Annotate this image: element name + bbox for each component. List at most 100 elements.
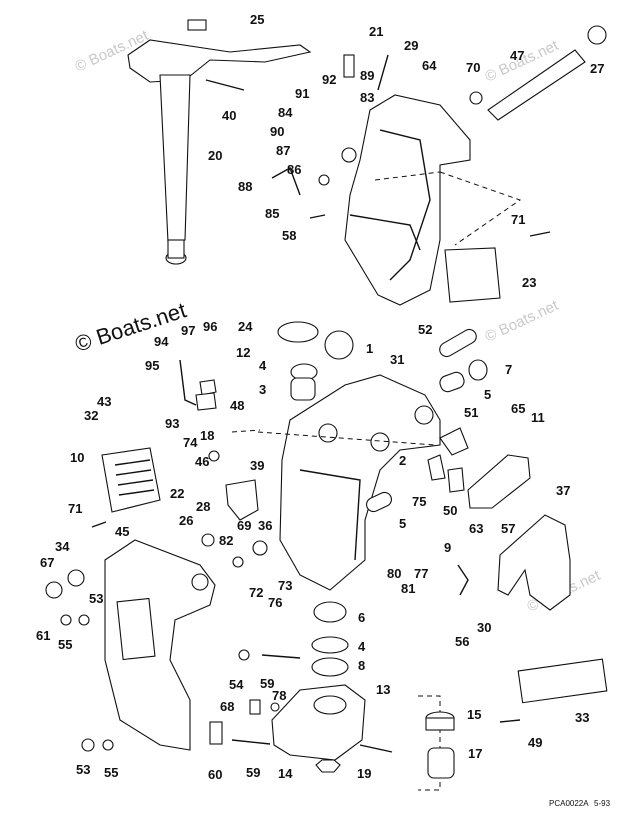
label-5b: 5: [399, 516, 406, 531]
label-80: 80: [387, 566, 401, 581]
label-25: 25: [250, 12, 264, 27]
wire-95: [179, 359, 197, 406]
label-18: 18: [200, 428, 214, 443]
label-67: 67: [40, 555, 54, 570]
label-94: 94: [154, 334, 169, 349]
part-61: [60, 614, 72, 626]
spring-29: [377, 54, 389, 91]
part-78: [270, 702, 280, 712]
label-89: 89: [360, 68, 374, 83]
screw-71: [529, 231, 551, 237]
label-28: 28: [196, 499, 210, 514]
label-26: 26: [179, 513, 193, 528]
bushing-5b: [366, 491, 392, 513]
label-46: 46: [195, 454, 209, 469]
part-75: [427, 454, 446, 481]
plate-22: [101, 447, 161, 513]
label-93: 93: [165, 416, 179, 431]
part-93: [195, 392, 217, 411]
bushing-5: [439, 371, 465, 393]
label-47: 47: [510, 48, 524, 63]
label-1: 1: [366, 341, 373, 356]
label-51: 51: [464, 405, 478, 420]
label-22: 22: [170, 486, 184, 501]
label-72: 72: [249, 585, 263, 600]
bushing-15-body: [425, 717, 455, 731]
label-19: 19: [357, 766, 371, 781]
screw-58: [309, 214, 326, 219]
label-84: 84: [278, 105, 293, 120]
housing-13-bore: [313, 695, 347, 715]
label-57: 57: [501, 521, 515, 536]
grease-icon: [324, 330, 354, 360]
bracket-1-hole: [370, 432, 390, 452]
label-4b: 4: [358, 639, 366, 654]
label-30: 30: [477, 620, 491, 635]
steering-arm-assembly: [127, 19, 312, 265]
label-82: 82: [219, 533, 233, 548]
label-92: 92: [322, 72, 336, 87]
label-40: 40: [222, 108, 236, 123]
bracket-64: [344, 94, 471, 306]
label-85: 85: [265, 206, 279, 221]
label-59b: 59: [246, 765, 260, 780]
bracket-37: [497, 514, 571, 611]
label-88: 88: [238, 179, 252, 194]
label-5a: 5: [484, 387, 491, 402]
tilt-tube-assembly: [469, 25, 607, 121]
nut-27: [587, 25, 607, 45]
middle-parts: [179, 321, 488, 411]
label-69: 69: [237, 518, 251, 533]
label-11: 11: [531, 410, 545, 425]
label-58: 58: [282, 228, 296, 243]
label-54: 54: [229, 677, 244, 692]
label-50: 50: [443, 503, 457, 518]
bolt-59a: [261, 654, 301, 659]
part-6: [313, 601, 347, 623]
label-6: 6: [358, 610, 365, 625]
label-53a: 53: [89, 591, 103, 606]
label-15: 15: [467, 707, 481, 722]
label-27: 27: [590, 61, 604, 76]
label-29: 29: [404, 38, 418, 53]
bracket-1-hole: [414, 405, 434, 425]
stern-bracket-hole: [191, 573, 209, 591]
part-46: [208, 450, 220, 462]
label-97: 97: [181, 323, 195, 338]
dashed-leaders-upper: [374, 171, 522, 246]
washer-55b: [102, 739, 114, 751]
label-24: 24: [238, 319, 253, 334]
dashed-bracket: [418, 695, 441, 791]
label-3: 3: [259, 382, 266, 397]
label-33: 33: [575, 710, 589, 725]
plate-22-rib: [117, 479, 154, 486]
washer-7: [468, 359, 488, 381]
part-68: [249, 699, 261, 715]
label-83: 83: [360, 90, 374, 105]
part-82: [232, 556, 244, 568]
spring-9: [457, 564, 469, 596]
label-39: 39: [250, 458, 264, 473]
part-87: [341, 147, 357, 163]
watermark: © Boats.net: [72, 297, 189, 356]
label-96: 96: [203, 319, 217, 334]
washer-24: [277, 321, 319, 343]
label-59a: 59: [260, 676, 274, 691]
label-20: 20: [208, 148, 222, 163]
label-36: 36: [258, 518, 272, 533]
label-55a: 55: [58, 637, 72, 652]
footer: PCA0022A 5-93: [549, 799, 611, 808]
trim-cover-23: [444, 247, 501, 303]
watermark-faint: © Boats.net: [483, 297, 562, 346]
bearing-8: [311, 657, 349, 677]
small-parts-upper: [271, 54, 551, 237]
label-71a: 71: [511, 212, 525, 227]
dashed-leaders-middle: [231, 429, 436, 446]
part-50: [447, 467, 465, 493]
nut-34: [67, 569, 85, 587]
label-2: 2: [399, 453, 406, 468]
block-63: [467, 454, 531, 509]
drawing-date: 5-93: [594, 799, 611, 808]
block-33: [517, 658, 608, 704]
